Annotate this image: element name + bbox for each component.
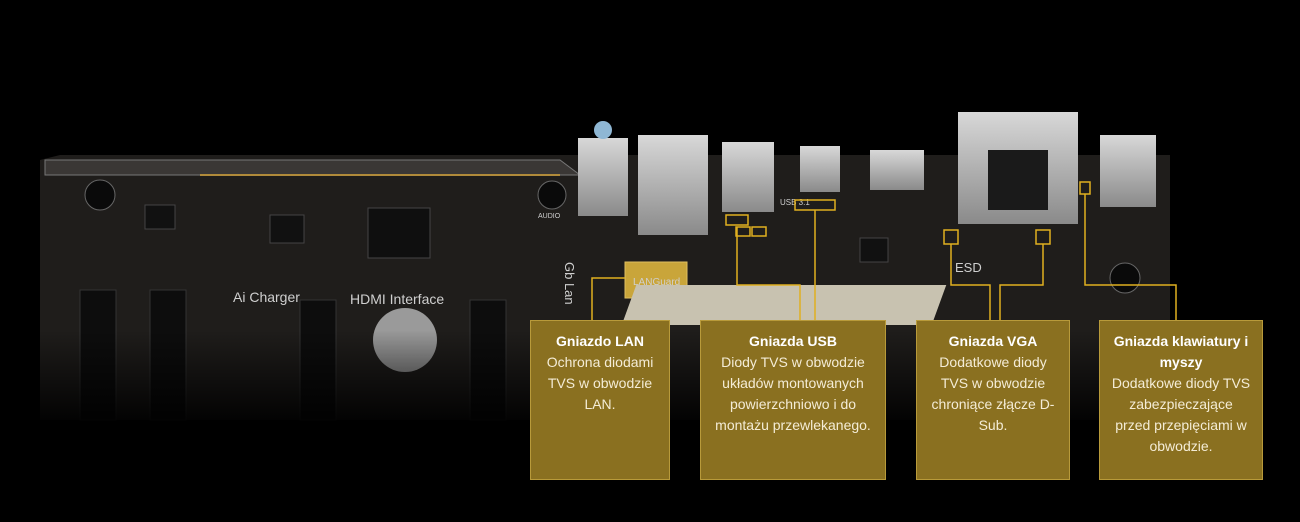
chip-small-3	[859, 237, 889, 263]
silk-audio: AUDIO	[538, 213, 561, 220]
callout-usb-desc: Diody TVS w obwodzie układów montowanych…	[715, 354, 871, 433]
callout-lan: Gniazdo LAN Ochrona diodami TVS w obwodz…	[530, 320, 670, 480]
leader-lines	[591, 194, 1177, 320]
callout-usb-title: Gniazda USB	[749, 333, 837, 349]
lan-port	[638, 135, 708, 235]
silk-gb-lan: Gb Lan	[562, 262, 577, 305]
audio-jack	[578, 138, 628, 216]
callout-lan-title: Gniazdo LAN	[556, 333, 644, 349]
silk-esd: ESD	[955, 260, 982, 275]
usb-c-port	[800, 146, 840, 192]
chip-small-1	[144, 204, 176, 230]
screw-hole-left	[84, 179, 116, 211]
callout-ps2-title: Gniazda klawiatury i myszy	[1113, 333, 1249, 370]
callout-lan-desc: Ochrona diodami TVS w obwodzie LAN.	[546, 354, 654, 412]
chip-small-2	[269, 214, 305, 244]
vga-port-inner	[988, 150, 1048, 210]
callout-vga-desc: Dodatkowe diody TVS w obwodzie chroniące…	[931, 354, 1055, 433]
pcb-trim	[44, 159, 582, 176]
chip-main	[367, 207, 431, 259]
silk-ai-charger: Ai Charger	[233, 289, 300, 305]
callout-vga: Gniazda VGA Dodatkowe diody TVS w obwodz…	[916, 320, 1070, 480]
usb-port-stack	[722, 142, 774, 212]
audio-jack-blue	[594, 121, 612, 139]
screw-hole-right	[1109, 262, 1141, 294]
callout-usb: Gniazda USB Diody TVS w obwodzie układów…	[700, 320, 886, 480]
languard-label: LANGuard	[633, 277, 680, 288]
heatsink	[621, 285, 947, 325]
callout-vga-title: Gniazda VGA	[948, 333, 1038, 349]
callout-ps2: Gniazda klawiatury i myszy Dodatkowe dio…	[1099, 320, 1263, 480]
callout-ps2-desc: Dodatkowe diody TVS zabezpieczające prze…	[1111, 375, 1251, 454]
screw-hole-mid	[537, 180, 567, 210]
silk-hdmi-interface: HDMI Interface	[350, 291, 444, 307]
ps2-port	[1100, 135, 1156, 207]
hdmi-port	[870, 150, 924, 190]
